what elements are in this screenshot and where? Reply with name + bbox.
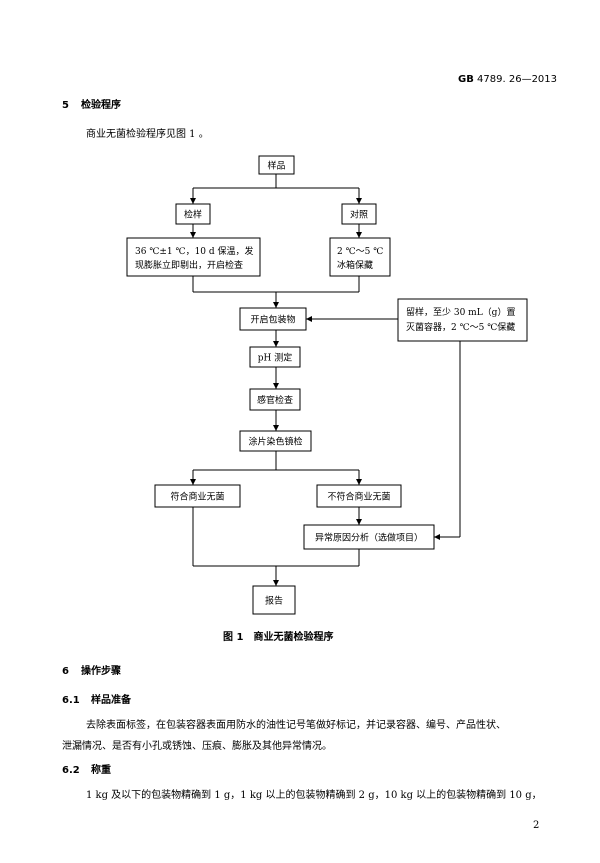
section-5-number: 5 (62, 100, 69, 111)
section-6-number: 6 (62, 666, 69, 677)
node-smear: 涂片染色镜检 (239, 430, 312, 452)
section-6-2-line1: 1 kg 及以下的包装物精确到 1 g，1 kg 以上的包装物精确到 2 g，1… (86, 790, 542, 801)
node-inspect: 检样 (175, 203, 211, 225)
page-number: 2 (533, 820, 540, 831)
flowchart-connectors (192, 174, 461, 586)
node-smear-label: 涂片染色镜检 (248, 436, 302, 448)
node-sterile: 符合商业无菌 (154, 484, 241, 508)
section-6-2-number: 6.2 (62, 765, 80, 776)
node-control: 对照 (341, 203, 377, 225)
section-6-2-title: 称重 (91, 765, 111, 776)
node-open: 开启包装物 (239, 307, 307, 331)
standard-code: 4789. 26—2013 (477, 74, 558, 85)
node-ph-label: pH 测定 (258, 352, 292, 364)
node-sample: 样品 (258, 155, 295, 175)
section-6-1-number: 6.1 (62, 695, 80, 706)
node-cause: 异常原因分析（选做项目） (303, 524, 435, 550)
node-sensory: 感官检查 (249, 388, 301, 411)
node-inspect-label: 检样 (184, 209, 202, 221)
node-cause-label: 异常原因分析（选做项目） (315, 532, 423, 544)
node-incubate-line2: 现膨胀立即剔出，开启检查 (135, 259, 243, 271)
figure-caption: 图 1 商业无菌检验程序 (223, 632, 334, 643)
node-retain: 留样，至少 30 mL（g）置 灭菌容器，2 ℃～5 ℃保藏 (397, 298, 528, 342)
node-retain-line2: 灭菌容器，2 ℃～5 ℃保藏 (406, 321, 515, 333)
node-nonsterile-label: 不符合商业无菌 (327, 491, 390, 503)
node-fridge-line1: 2 ℃～5 ℃ (337, 247, 383, 257)
standard-number: GB 4789. 26—2013 (458, 73, 557, 86)
node-fridge: 2 ℃～5 ℃ 冰箱保藏 (329, 237, 391, 277)
node-open-label: 开启包装物 (250, 314, 295, 326)
node-sample-label: 样品 (267, 160, 285, 172)
node-retain-line1: 留样，至少 30 mL（g）置 (406, 306, 515, 318)
flowchart-arrowheads (190, 198, 440, 586)
node-incubate: 36 ℃±1 ℃，10 d 保温，发 现膨胀立即剔出，开启检查 (126, 237, 261, 277)
node-sterile-label: 符合商业无菌 (170, 491, 224, 503)
section-5-title: 检验程序 (81, 100, 121, 111)
node-ph: pH 测定 (249, 346, 301, 368)
node-sensory-label: 感官检查 (257, 394, 293, 406)
section-6-title: 操作步骤 (81, 666, 121, 677)
node-nonsterile: 不符合商业无菌 (316, 484, 402, 508)
standard-prefix: GB (458, 74, 474, 85)
node-report: 报告 (252, 585, 296, 615)
node-fridge-line2: 冰箱保藏 (337, 259, 373, 271)
node-report-label: 报告 (265, 595, 283, 607)
node-control-label: 对照 (350, 209, 368, 221)
section-6-1-title: 样品准备 (91, 695, 131, 706)
node-incubate-line1: 36 ℃±1 ℃，10 d 保温，发 (135, 245, 254, 257)
section-5-intro: 商业无菌检验程序见图 1 。 (86, 129, 209, 140)
section-6-1-line2: 泄漏情况、是否有小孔或锈蚀、压痕、膨胀及其他异常情况。 (62, 741, 332, 752)
section-6-1-line1: 去除表面标签，在包装容器表面用防水的油性记号笔做好标记，并记录容器、编号、产品性… (86, 720, 506, 731)
